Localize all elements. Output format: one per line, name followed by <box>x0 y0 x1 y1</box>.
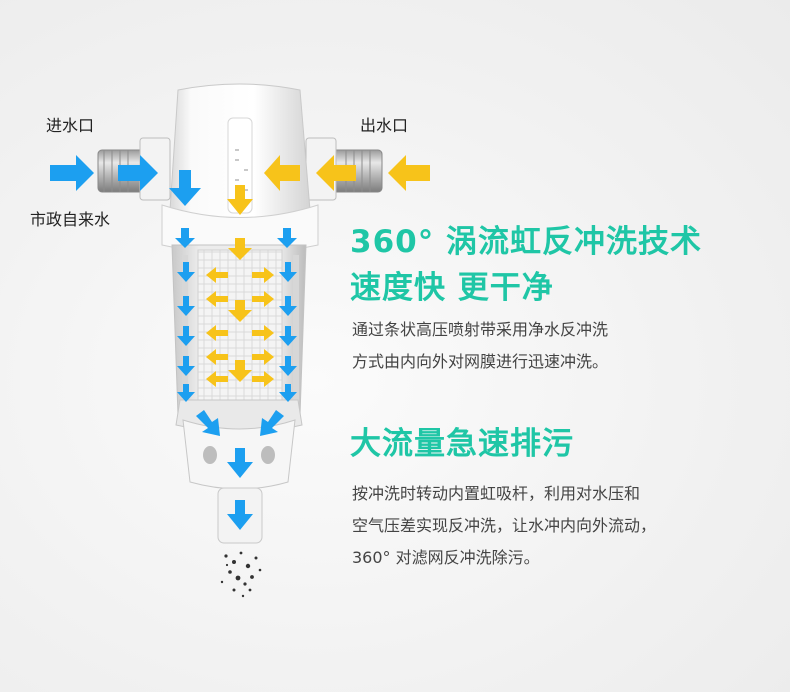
section1-body-line2: 方式由内向外对网膜进行迅速冲洗。 <box>352 352 609 371</box>
city-water-label: 市政自来水 <box>30 210 111 229</box>
section1-body-line1: 通过条状高压喷射带采用净水反冲洗 <box>352 320 609 339</box>
section2-body-line3: 360° 对滤网反冲洗除污。 <box>352 548 540 567</box>
inflow-arrows <box>50 155 297 530</box>
section1-heading-line1: 360° 涡流虹反冲洗技术 <box>350 224 703 260</box>
sediment-particles <box>220 551 262 598</box>
section2-heading: 大流量急速排污 <box>350 426 574 462</box>
section2-body-line2: 空气压差实现反冲洗，让水冲内向外流动， <box>352 516 657 535</box>
outlet-label: 出水口 <box>360 116 409 135</box>
inlet-label: 进水口 <box>46 116 95 135</box>
backflush-arrows <box>206 155 430 387</box>
section2-body-line1: 按冲洗时转动内置虹吸杆，利用对水压和 <box>352 484 641 503</box>
section1-heading-line2: 速度快 更干净 <box>350 270 554 306</box>
